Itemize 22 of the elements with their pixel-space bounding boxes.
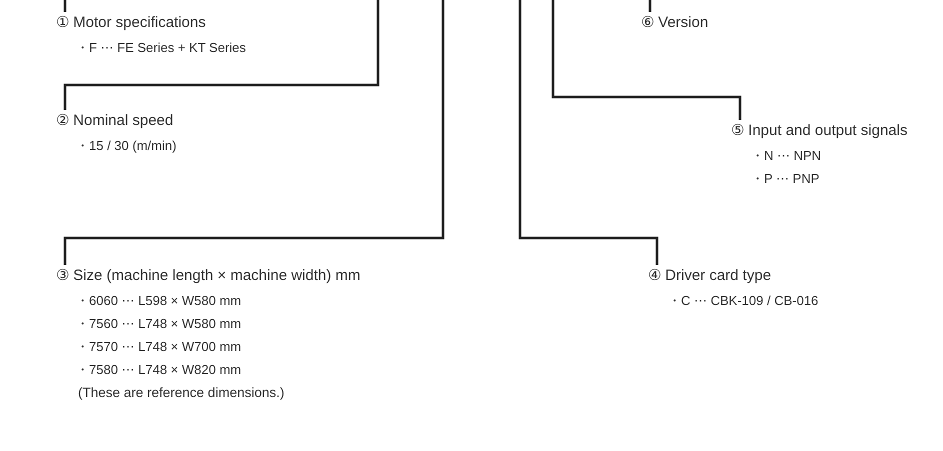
option-text: ・C ⋯ CBK-109 / CB-016 [668,292,818,310]
option-text: ・7560 ⋯ L748 × W580 mm [76,315,242,333]
callout-heading: ⑤ Input and output signals [731,121,908,141]
leader-line [64,0,444,265]
callout-heading: ③ Size (machine length × machine width) mm [56,266,360,286]
leader-line [518,0,658,265]
callout-heading: ④ Driver card type [648,266,772,286]
option-text: ・6060 ⋯ L598 × W580 mm [76,292,242,310]
note-text: (These are reference dimensions.) [78,384,284,402]
callout-heading: ① Motor specifications [56,13,206,33]
option-text: ・F ⋯ FE Series + KT Series [76,39,246,57]
callout-heading: ② Nominal speed [56,111,174,131]
callout-heading: ⑥ Version [641,13,708,33]
option-text: ・N ⋯ NPN [751,147,822,165]
option-text: ・15 / 30 (m/min) [76,137,176,155]
option-text: ・7570 ⋯ L748 × W700 mm [76,338,242,356]
leader-line [64,0,380,110]
option-text: ・7580 ⋯ L748 × W820 mm [76,361,242,379]
option-text: ・P ⋯ PNP [751,170,820,188]
leader-line [64,0,66,12]
leader-line [552,0,742,120]
leader-line [648,0,652,12]
